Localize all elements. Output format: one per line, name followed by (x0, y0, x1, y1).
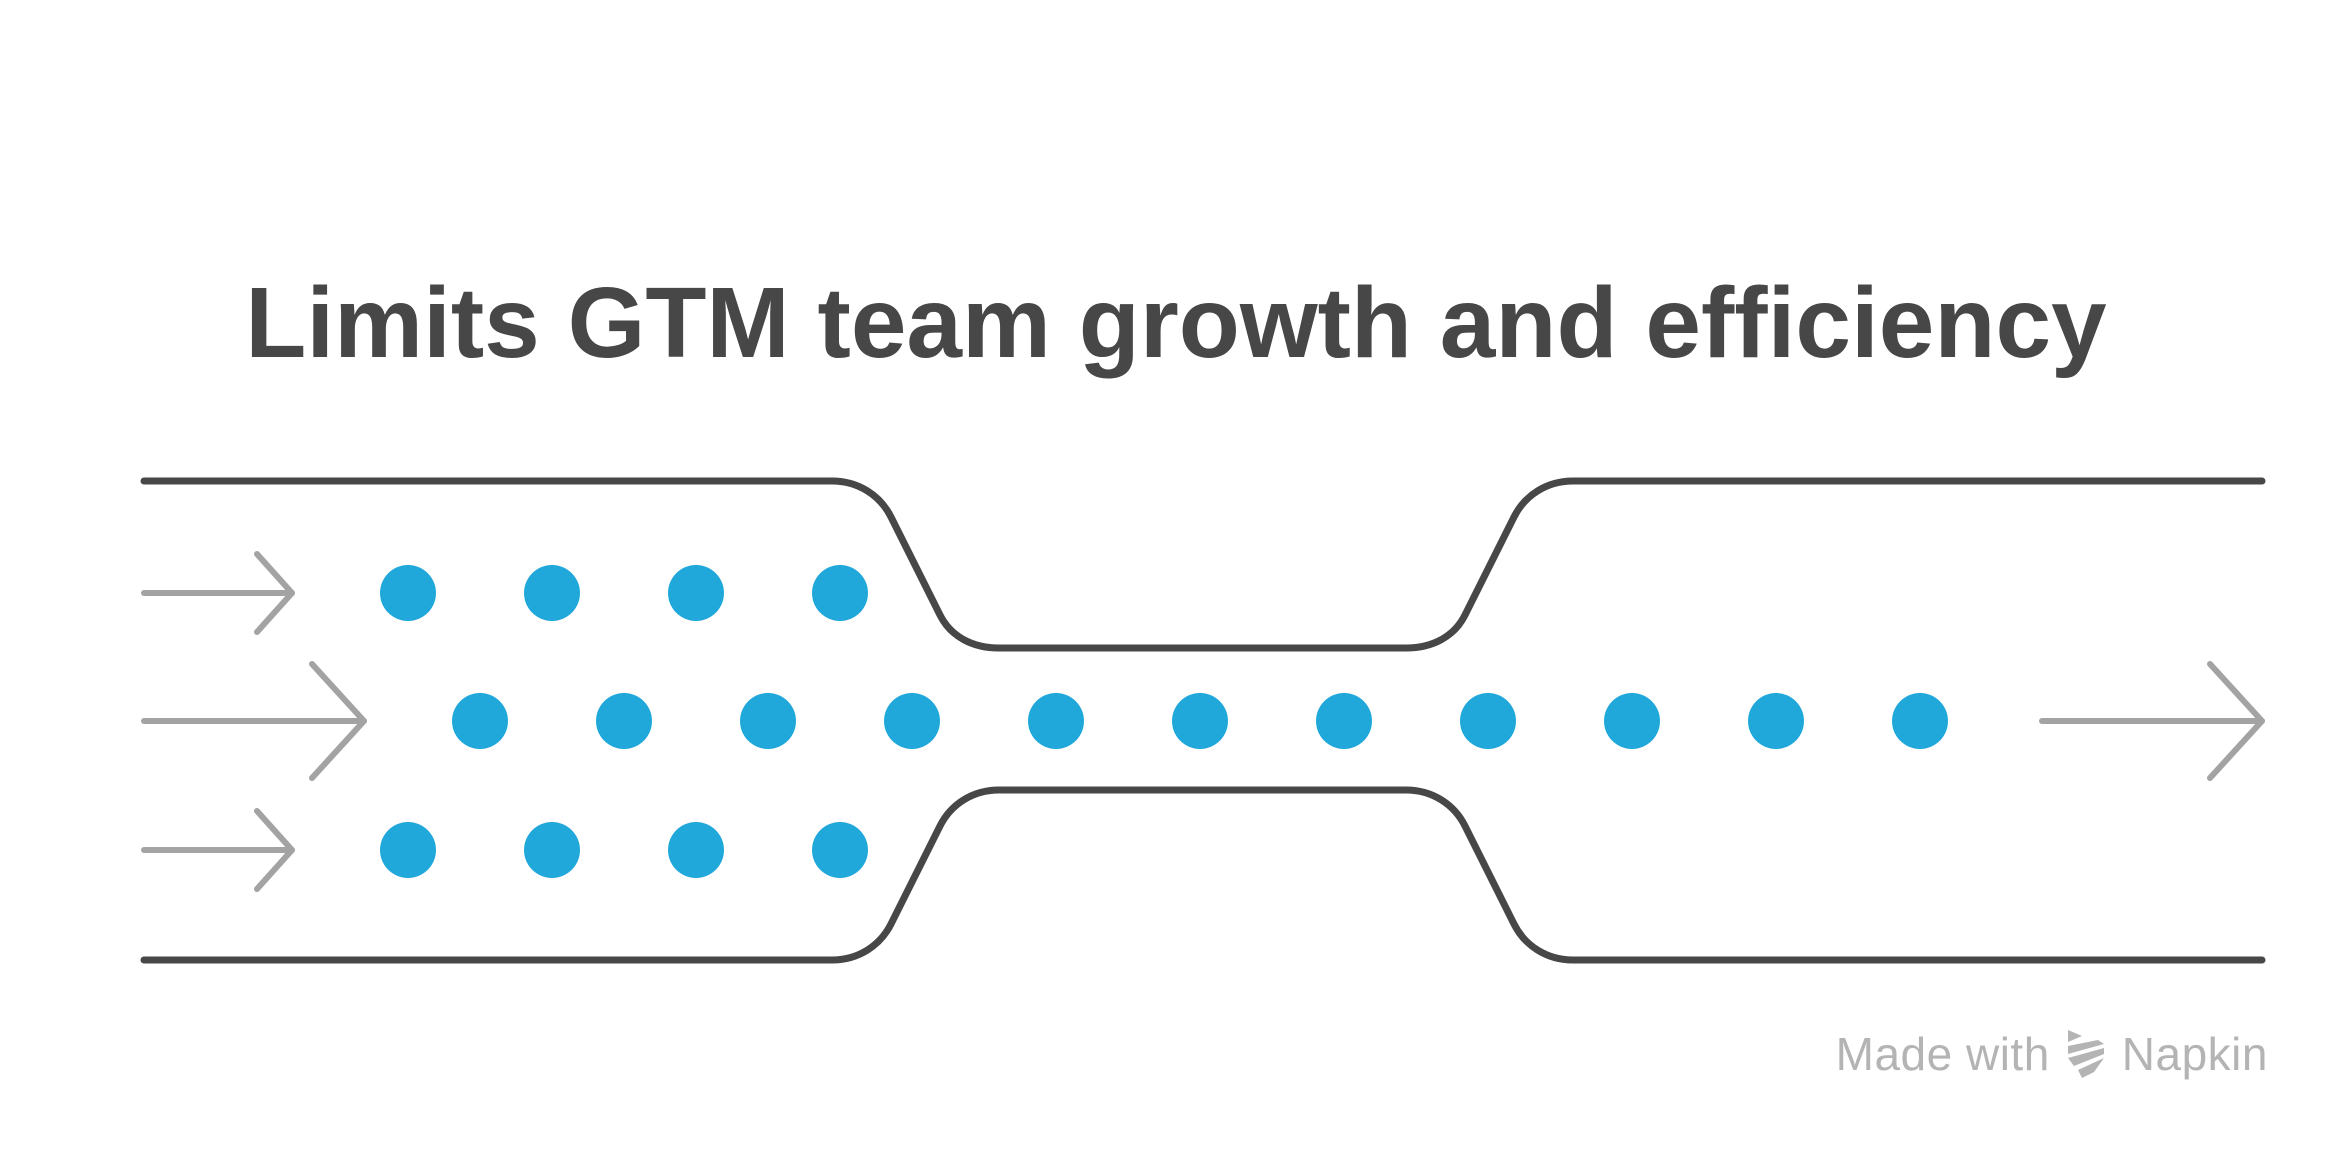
diagram-title: Limits GTM team growth and efficiency (245, 267, 2107, 379)
made-with-napkin-watermark: Made with Napkin (1836, 1026, 2268, 1082)
napkin-logo-icon (2067, 1030, 2104, 1078)
flow-dot (1748, 693, 1804, 749)
watermark-brand: Napkin (2121, 1028, 2268, 1080)
dot-row-middle (452, 693, 1948, 749)
flow-dot (1460, 693, 1516, 749)
flow-dot (380, 822, 436, 878)
flow-dot (1604, 693, 1660, 749)
flow-dot (380, 565, 436, 621)
dot-row-bottom (380, 822, 868, 878)
flow-dot (668, 822, 724, 878)
dot-row-top (380, 565, 868, 621)
flow-dot (668, 565, 724, 621)
input-arrow-middle (141, 661, 367, 781)
input-arrow-bottom (141, 808, 295, 892)
output-arrow (2039, 661, 2265, 781)
input-arrow-top (141, 551, 295, 635)
pipe-top-wall (140, 477, 2266, 652)
flow-dot (524, 822, 580, 878)
flow-dot (812, 565, 868, 621)
flow-dot (740, 693, 796, 749)
flow-dot (1028, 693, 1084, 749)
flow-dot (1172, 693, 1228, 749)
flow-dot (524, 565, 580, 621)
flow-dot (884, 693, 940, 749)
flow-dot (596, 693, 652, 749)
flow-dot (452, 693, 508, 749)
flow-dot (1316, 693, 1372, 749)
flow-dot (812, 822, 868, 878)
flow-dot (1892, 693, 1948, 749)
watermark-prefix: Made with (1835, 1028, 2050, 1080)
pipe-bottom-wall (140, 786, 2266, 964)
